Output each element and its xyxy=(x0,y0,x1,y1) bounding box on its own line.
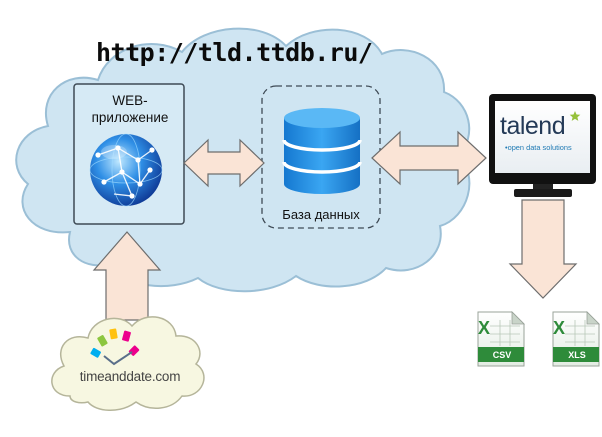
database-icon xyxy=(282,108,362,194)
database-box xyxy=(261,85,381,229)
database-label: База данных xyxy=(282,207,360,222)
globe-network-icon xyxy=(89,133,163,207)
web-app-label: WEB- приложение xyxy=(91,93,169,125)
arrow-webapp-database xyxy=(183,138,265,188)
svg-text:X: X xyxy=(553,318,565,338)
csv-file-icon: X xyxy=(477,311,525,367)
talend-wordmark: talend xyxy=(500,112,566,140)
timeanddate-label: timeanddate.com xyxy=(79,369,181,384)
arrow-database-talend xyxy=(371,130,487,186)
timeanddate-logo-icon xyxy=(90,328,140,366)
site-url-title: http://tld.ttdb.ru/ xyxy=(96,38,373,67)
monitor-icon xyxy=(489,94,596,197)
xls-file-icon: X xyxy=(552,311,600,367)
source-cloud xyxy=(51,316,205,411)
svg-text:X: X xyxy=(478,318,490,338)
arrow-source-webapp xyxy=(92,231,162,321)
csv-label: CSV xyxy=(492,350,512,360)
xls-label: XLS xyxy=(568,350,586,360)
talend-tagline: •open data solutions xyxy=(505,143,572,152)
arrow-talend-files xyxy=(508,199,578,299)
